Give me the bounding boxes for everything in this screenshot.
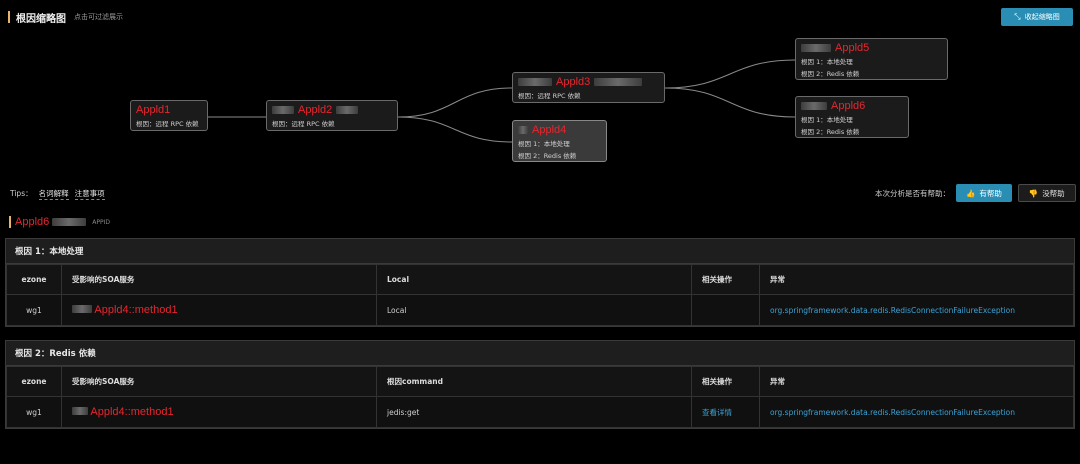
graph-node-appid1[interactable]: Appld1 根因：远程 RPC 依赖 <box>130 100 208 131</box>
shrink-icon: ⤡ <box>1014 12 1021 21</box>
node-label: Appld3 <box>556 76 591 88</box>
col-command: 根因command <box>376 366 692 397</box>
redacted-block <box>594 78 643 86</box>
header-marker <box>8 11 10 23</box>
notes-link[interactable]: 注意事项 <box>74 189 105 200</box>
node-root-cause-2: 根因 2：Redis 依赖 <box>518 152 577 160</box>
helpful-label: 有帮助 <box>979 188 1002 198</box>
collapse-label: 收起缩略图 <box>1024 13 1060 21</box>
col-service: 受影响的SOA服务 <box>61 264 377 295</box>
feedback-bar: 本次分析是否有帮助： 👍 有帮助 👎 没帮助 <box>875 184 1076 202</box>
node-root-cause-1: 根因 1：本地处理 <box>518 140 570 148</box>
not-helpful-button[interactable]: 👎 没帮助 <box>1017 184 1076 202</box>
panel-title: 根因 1：本地处理 <box>6 239 1074 264</box>
node-root-cause-1: 根因 1：本地处理 <box>801 58 853 66</box>
col-ezone: ezone <box>6 264 62 295</box>
edge-3-5 <box>664 59 796 89</box>
redacted-block <box>336 106 359 114</box>
redacted-block <box>518 126 528 134</box>
col-ezone: ezone <box>6 366 62 397</box>
view-details-link[interactable]: 查看详情 <box>691 396 760 428</box>
collapse-thumbnail-button[interactable]: ⤡ 收起缩略图 <box>1001 8 1073 26</box>
node-root-cause-2: 根因 2：Redis 依赖 <box>801 128 860 136</box>
root-cause-panel-2: 根因 2：Redis 依赖 ezone 受影响的SOA服务 根因command … <box>5 340 1075 429</box>
root-cause-panel-1: 根因 1：本地处理 ezone 受影响的SOA服务 Local 相关操作 异常 … <box>5 238 1075 327</box>
redacted-block <box>52 218 87 226</box>
cell-exception[interactable]: org.springframework.data.redis.RedisConn… <box>759 396 1074 428</box>
col-exception: 异常 <box>759 366 1074 397</box>
panel-title: 根因 2：Redis 依赖 <box>6 341 1074 366</box>
service-label: Appld4::method1 <box>90 406 174 418</box>
cell-action <box>691 294 760 326</box>
graph-edges <box>208 59 796 143</box>
page-subtitle: 点击可过滤展示 <box>74 13 123 21</box>
node-root-cause-1: 根因 1：本地处理 <box>801 116 853 124</box>
appid-tag: APPID <box>92 218 110 226</box>
col-action: 相关操作 <box>691 366 760 397</box>
node-label: Appld2 <box>298 104 333 116</box>
service-label: Appld4::method1 <box>94 304 178 316</box>
graph-node-appid2[interactable]: Appld2 根因：远程 RPC 依赖 <box>266 100 398 131</box>
root-cause-graph: Appld1 根因：远程 RPC 依赖 Appld2 根因：远程 RPC 依赖 … <box>0 0 1080 180</box>
cell-ezone: wg1 <box>6 396 62 428</box>
not-helpful-label: 没帮助 <box>1042 188 1065 198</box>
helpful-button[interactable]: 👍 有帮助 <box>956 184 1012 202</box>
cell-command: jedis:get <box>376 396 692 428</box>
page-header: 根因缩略图 点击可过滤展示 <box>8 10 123 25</box>
node-label: Appld1 <box>136 104 171 116</box>
tips-bar: Tips： 名词解释 注意事项 <box>10 188 105 200</box>
edge-3-6 <box>664 87 796 118</box>
table-row: wg1 Appld4::method1 Local org.springfram… <box>6 294 1074 326</box>
table-header-row: ezone 受影响的SOA服务 根因command 相关操作 异常 <box>6 366 1074 397</box>
cell-service: Appld4::method1 <box>61 294 377 326</box>
col-exception: 异常 <box>759 264 1074 295</box>
root-cause-table: ezone 受影响的SOA服务 根因command 相关操作 异常 wg1 Ap… <box>6 366 1074 428</box>
tips-prefix: Tips： <box>10 189 33 198</box>
page-title: 根因缩略图 <box>16 13 66 25</box>
redacted-block <box>801 44 831 52</box>
app-heading: Appld6 APPID <box>9 215 110 229</box>
graph-node-appid5[interactable]: Appld5 根因 1：本地处理 根因 2：Redis 依赖 <box>795 38 948 80</box>
col-action: 相关操作 <box>691 264 760 295</box>
thumbs-up-icon: 👍 <box>966 188 976 198</box>
graph-node-appid4[interactable]: Appld4 根因 1：本地处理 根因 2：Redis 依赖 <box>512 120 607 162</box>
node-label: Appld6 <box>831 100 866 112</box>
node-label: Appld5 <box>835 42 870 54</box>
cell-exception[interactable]: org.springframework.data.redis.RedisConn… <box>759 294 1074 326</box>
table-header-row: ezone 受影响的SOA服务 Local 相关操作 异常 <box>6 264 1074 295</box>
col-local: Local <box>376 264 692 295</box>
node-label: Appld4 <box>532 124 567 136</box>
redacted-block <box>801 102 827 110</box>
glossary-link[interactable]: 名词解释 <box>38 189 69 200</box>
redacted-block <box>272 106 294 114</box>
graph-node-appid3[interactable]: Appld3 根因：远程 RPC 依赖 <box>512 72 665 103</box>
redacted-block <box>72 305 92 313</box>
cell-local: Local <box>376 294 692 326</box>
table-row: wg1 Appld4::method1 jedis:get 查看详情 org.s… <box>6 396 1074 428</box>
col-service: 受影响的SOA服务 <box>61 366 377 397</box>
node-root-cause: 根因：远程 RPC 依赖 <box>272 120 335 128</box>
graph-node-appid6[interactable]: Appld6 根因 1：本地处理 根因 2：Redis 依赖 <box>795 96 909 138</box>
app-marker <box>9 216 11 228</box>
node-root-cause: 根因：远程 RPC 依赖 <box>136 120 199 128</box>
root-cause-table: ezone 受影响的SOA服务 Local 相关操作 异常 wg1 Appld4… <box>6 264 1074 326</box>
feedback-question: 本次分析是否有帮助： <box>875 188 950 198</box>
redacted-block <box>518 78 552 86</box>
cell-service: Appld4::method1 <box>61 396 377 428</box>
edge-2-3 <box>397 87 513 118</box>
redacted-block <box>72 407 88 415</box>
cell-ezone: wg1 <box>6 294 62 326</box>
app-label: Appld6 <box>15 216 50 228</box>
thumbs-down-icon: 👎 <box>1028 188 1039 198</box>
node-root-cause: 根因：远程 RPC 依赖 <box>518 92 581 100</box>
edge-2-4 <box>397 116 513 143</box>
node-root-cause-2: 根因 2：Redis 依赖 <box>801 70 860 78</box>
